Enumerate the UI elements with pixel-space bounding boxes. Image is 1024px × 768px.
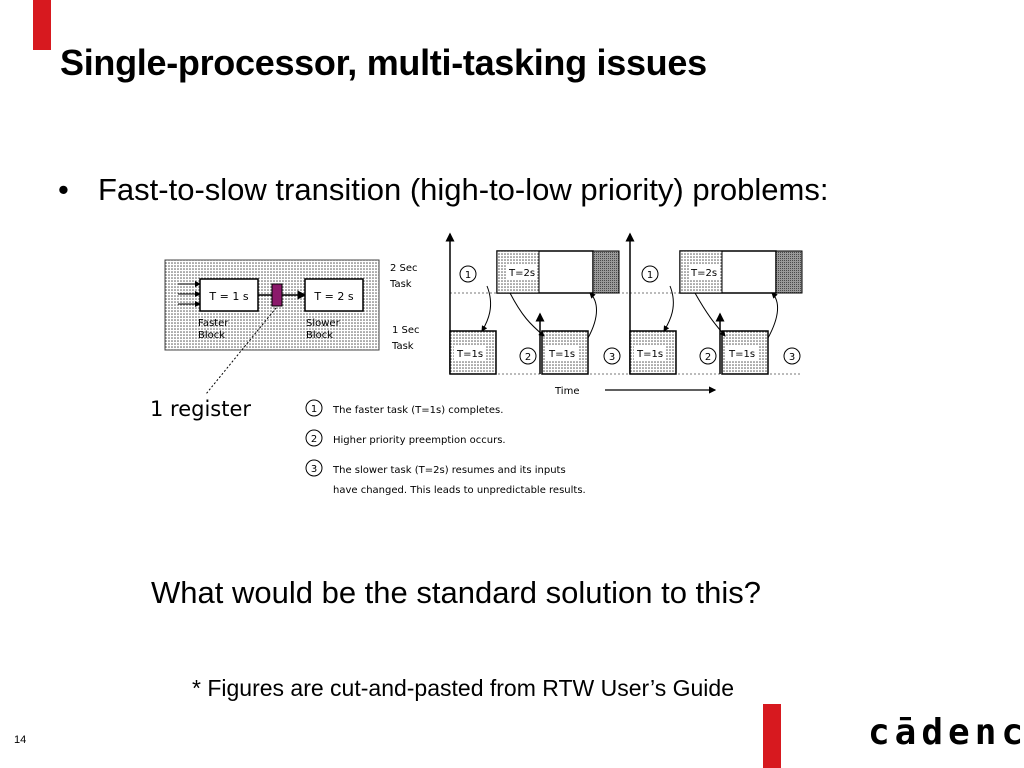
footnote: * Figures are cut-and-pasted from RTW Us… xyxy=(192,675,734,701)
slower-caption-2: Block xyxy=(306,330,333,341)
svg-text:2: 2 xyxy=(525,352,531,363)
fast-task-label-4: T=1s xyxy=(728,349,755,360)
svg-text:3: 3 xyxy=(311,464,317,475)
rtw-figure-svg: T = 1 s T = 2 s Faster Block Slower Bloc… xyxy=(150,232,803,496)
legend-item-3: 3 The slower task (T=2s) resumes and its… xyxy=(305,459,586,496)
bullet-text: Fast-to-slow transition (high-to-low pri… xyxy=(98,172,829,207)
page-number: 14 xyxy=(14,734,27,746)
row1-label-1: 2 Sec xyxy=(390,263,418,274)
fast-task-label-2: T=1s xyxy=(548,349,575,360)
slower-caption-1: Slower xyxy=(306,318,341,329)
register-pointer xyxy=(205,307,277,395)
timeline-labels: 2 Sec Task 1 Sec Task xyxy=(389,263,420,352)
svg-text:2: 2 xyxy=(705,352,711,363)
register-label: 1 register xyxy=(150,397,251,421)
svg-text:2: 2 xyxy=(311,434,317,445)
row1-label-2: Task xyxy=(389,279,412,290)
question-text: What would be the standard solution to t… xyxy=(151,575,762,610)
marker-3-b: 3 xyxy=(783,347,801,365)
accent-bar-bottom xyxy=(763,704,781,768)
faster-block xyxy=(199,278,259,312)
row2-label-2: Task xyxy=(391,341,414,352)
fast-task-label-3: T=1s xyxy=(636,349,663,360)
marker-1-a: 1 xyxy=(459,265,477,283)
slide-title: Single-processor, multi-tasking issues xyxy=(60,42,707,83)
bullet-item: • Fast-to-slow transition (high-to-low pr… xyxy=(58,172,828,208)
svg-text:Higher priority preemption occ: Higher priority preemption occurs. xyxy=(333,435,506,446)
svg-text:1: 1 xyxy=(647,270,653,281)
svg-text:1: 1 xyxy=(465,270,471,281)
bullet-marker: • xyxy=(58,172,69,207)
time-label: Time xyxy=(554,386,579,397)
rtw-figure: T = 1 s T = 2 s Faster Block Slower Bloc… xyxy=(150,226,810,506)
svg-text:1: 1 xyxy=(311,404,317,415)
slow-task-label-2: T=2s xyxy=(690,268,717,279)
faster-block-label: T = 1 s xyxy=(208,290,248,303)
block-diagram: T = 1 s T = 2 s Faster Block Slower Bloc… xyxy=(150,259,380,421)
logo-wordmark: cādence xyxy=(868,712,1024,753)
slower-block xyxy=(304,278,364,312)
svg-text:The faster task (T=1s) complet: The faster task (T=1s) completes. xyxy=(332,405,503,416)
timeline: T=2s T=2s T=1s T=1s T=1s T=1s 1 xyxy=(445,232,803,397)
svg-text:The slower task (T=2s) resumes: The slower task (T=2s) resumes and its i… xyxy=(332,465,566,476)
legend-item-2: 2 Higher priority preemption occurs. xyxy=(305,429,506,447)
legend-item-1: 1 The faster task (T=1s) completes. xyxy=(305,399,503,417)
marker-1-b: 1 xyxy=(641,265,659,283)
fast-task-label-1: T=1s xyxy=(456,349,483,360)
slower-block-label: T = 2 s xyxy=(313,290,353,303)
accent-bar-top xyxy=(33,0,51,50)
marker-2-a: 2 xyxy=(519,347,537,365)
cadence-logo: cādence™ xyxy=(868,712,1024,753)
marker-2-b: 2 xyxy=(699,347,717,365)
svg-text:3: 3 xyxy=(609,352,615,363)
faster-caption-1: Faster xyxy=(198,318,229,329)
faster-caption-2: Block xyxy=(198,330,225,341)
slow-task-label-1: T=2s xyxy=(508,268,535,279)
register-block xyxy=(271,283,283,307)
svg-text:3: 3 xyxy=(789,352,795,363)
figure-legend: 1 The faster task (T=1s) completes. 2 Hi… xyxy=(305,399,586,496)
marker-3-a: 3 xyxy=(603,347,621,365)
row2-label-1: 1 Sec xyxy=(392,325,420,336)
svg-text:have changed. This leads to un: have changed. This leads to unpredictabl… xyxy=(333,485,586,496)
